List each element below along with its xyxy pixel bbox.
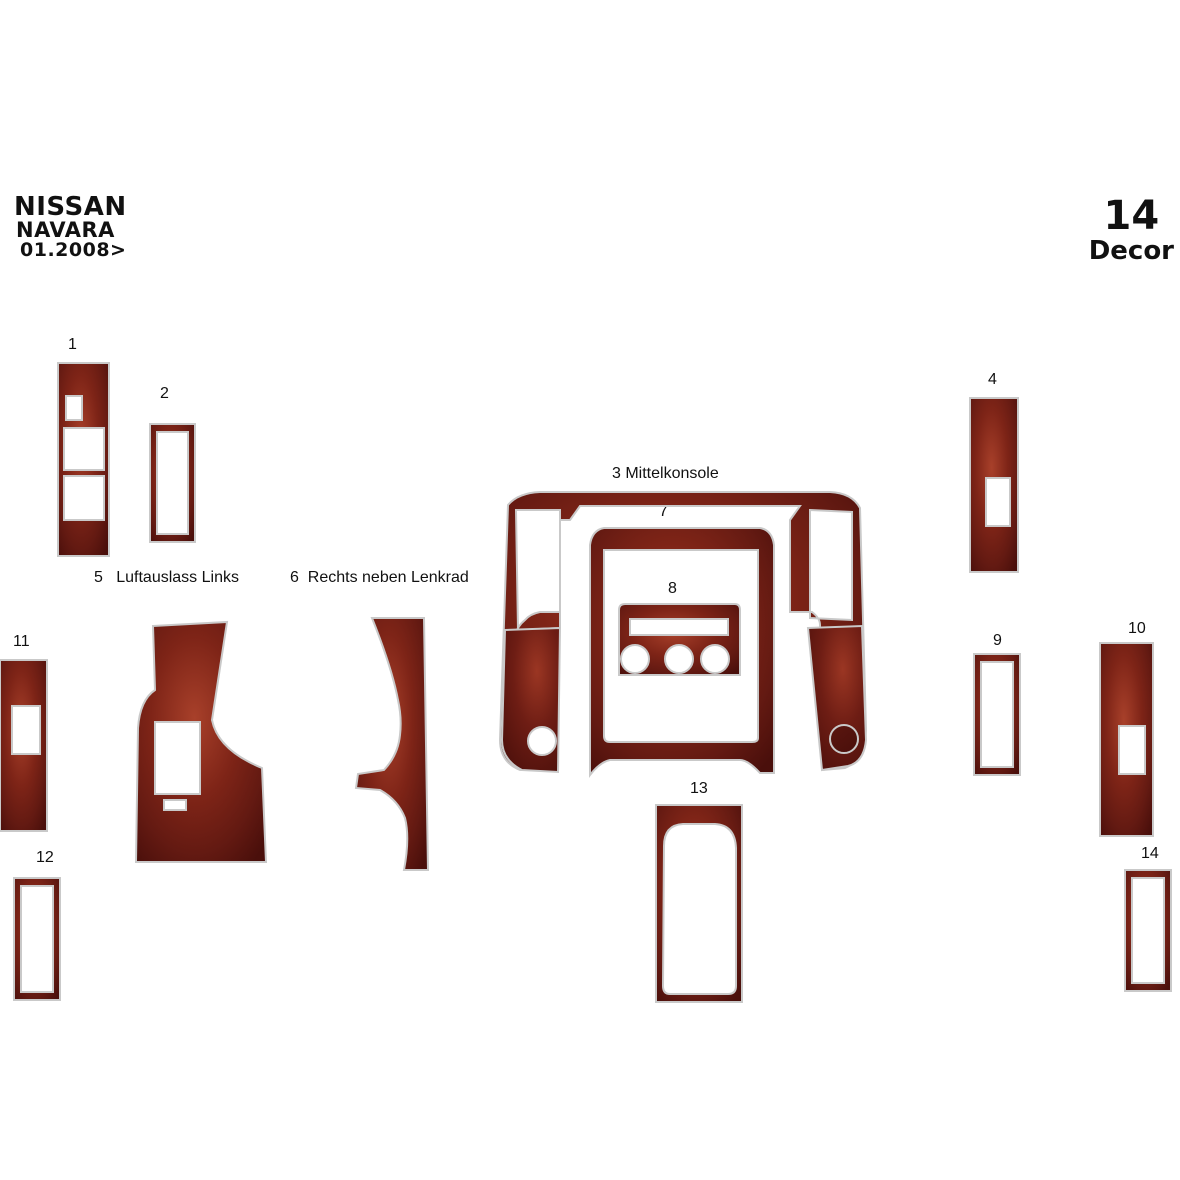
part-label-4: 4 [988, 371, 997, 388]
part-label-6: 6 Rechts neben Lenkrad [290, 569, 469, 586]
piece-count-word: Decor [1088, 236, 1174, 266]
part-label-5: 5 Luftauslass Links [94, 569, 239, 586]
part-5-left-vent-panel [134, 620, 268, 863]
part-3-right-vent [806, 624, 868, 772]
part-label-11: 11 [13, 633, 30, 650]
part-10-switch-panel [1099, 642, 1154, 837]
part-label-12: 12 [36, 849, 54, 866]
piece-count-number: 14 [1103, 193, 1160, 239]
part-11-switch-panel [0, 659, 48, 832]
part-label-13: 13 [690, 780, 708, 797]
part-13-shifter-frame [655, 804, 743, 1003]
make-label: NISSAN [14, 192, 127, 222]
part-6-steering-side-panel [354, 617, 430, 871]
part-8-climate-panel [618, 603, 741, 676]
part-7-radio-frame [589, 527, 775, 778]
part-label-3: 3 Mittelkonsole [612, 465, 719, 482]
vehicle-title: NISSAN NAVARA 01.2008> [14, 194, 127, 260]
part-9-frame [973, 653, 1021, 776]
part-4-switch-panel [969, 397, 1019, 573]
part-14-frame [1124, 869, 1172, 992]
model-label: NAVARA [16, 218, 115, 242]
part-1-window-switch-panel [57, 362, 110, 557]
part-label-9: 9 [993, 632, 1002, 649]
part-12-frame [13, 877, 61, 1001]
part-label-7: 7 [659, 503, 668, 520]
part-label-8: 8 [668, 580, 677, 597]
part-3-left-vent [500, 626, 562, 774]
part-label-2: 2 [160, 385, 169, 402]
part-label-1: 1 [68, 336, 77, 353]
part-label-10: 10 [1128, 620, 1146, 637]
part-label-14: 14 [1141, 845, 1159, 862]
piece-count: 14 Decor [1089, 196, 1174, 264]
date-label: 01.2008> [20, 239, 127, 261]
part-2-frame [149, 423, 196, 543]
